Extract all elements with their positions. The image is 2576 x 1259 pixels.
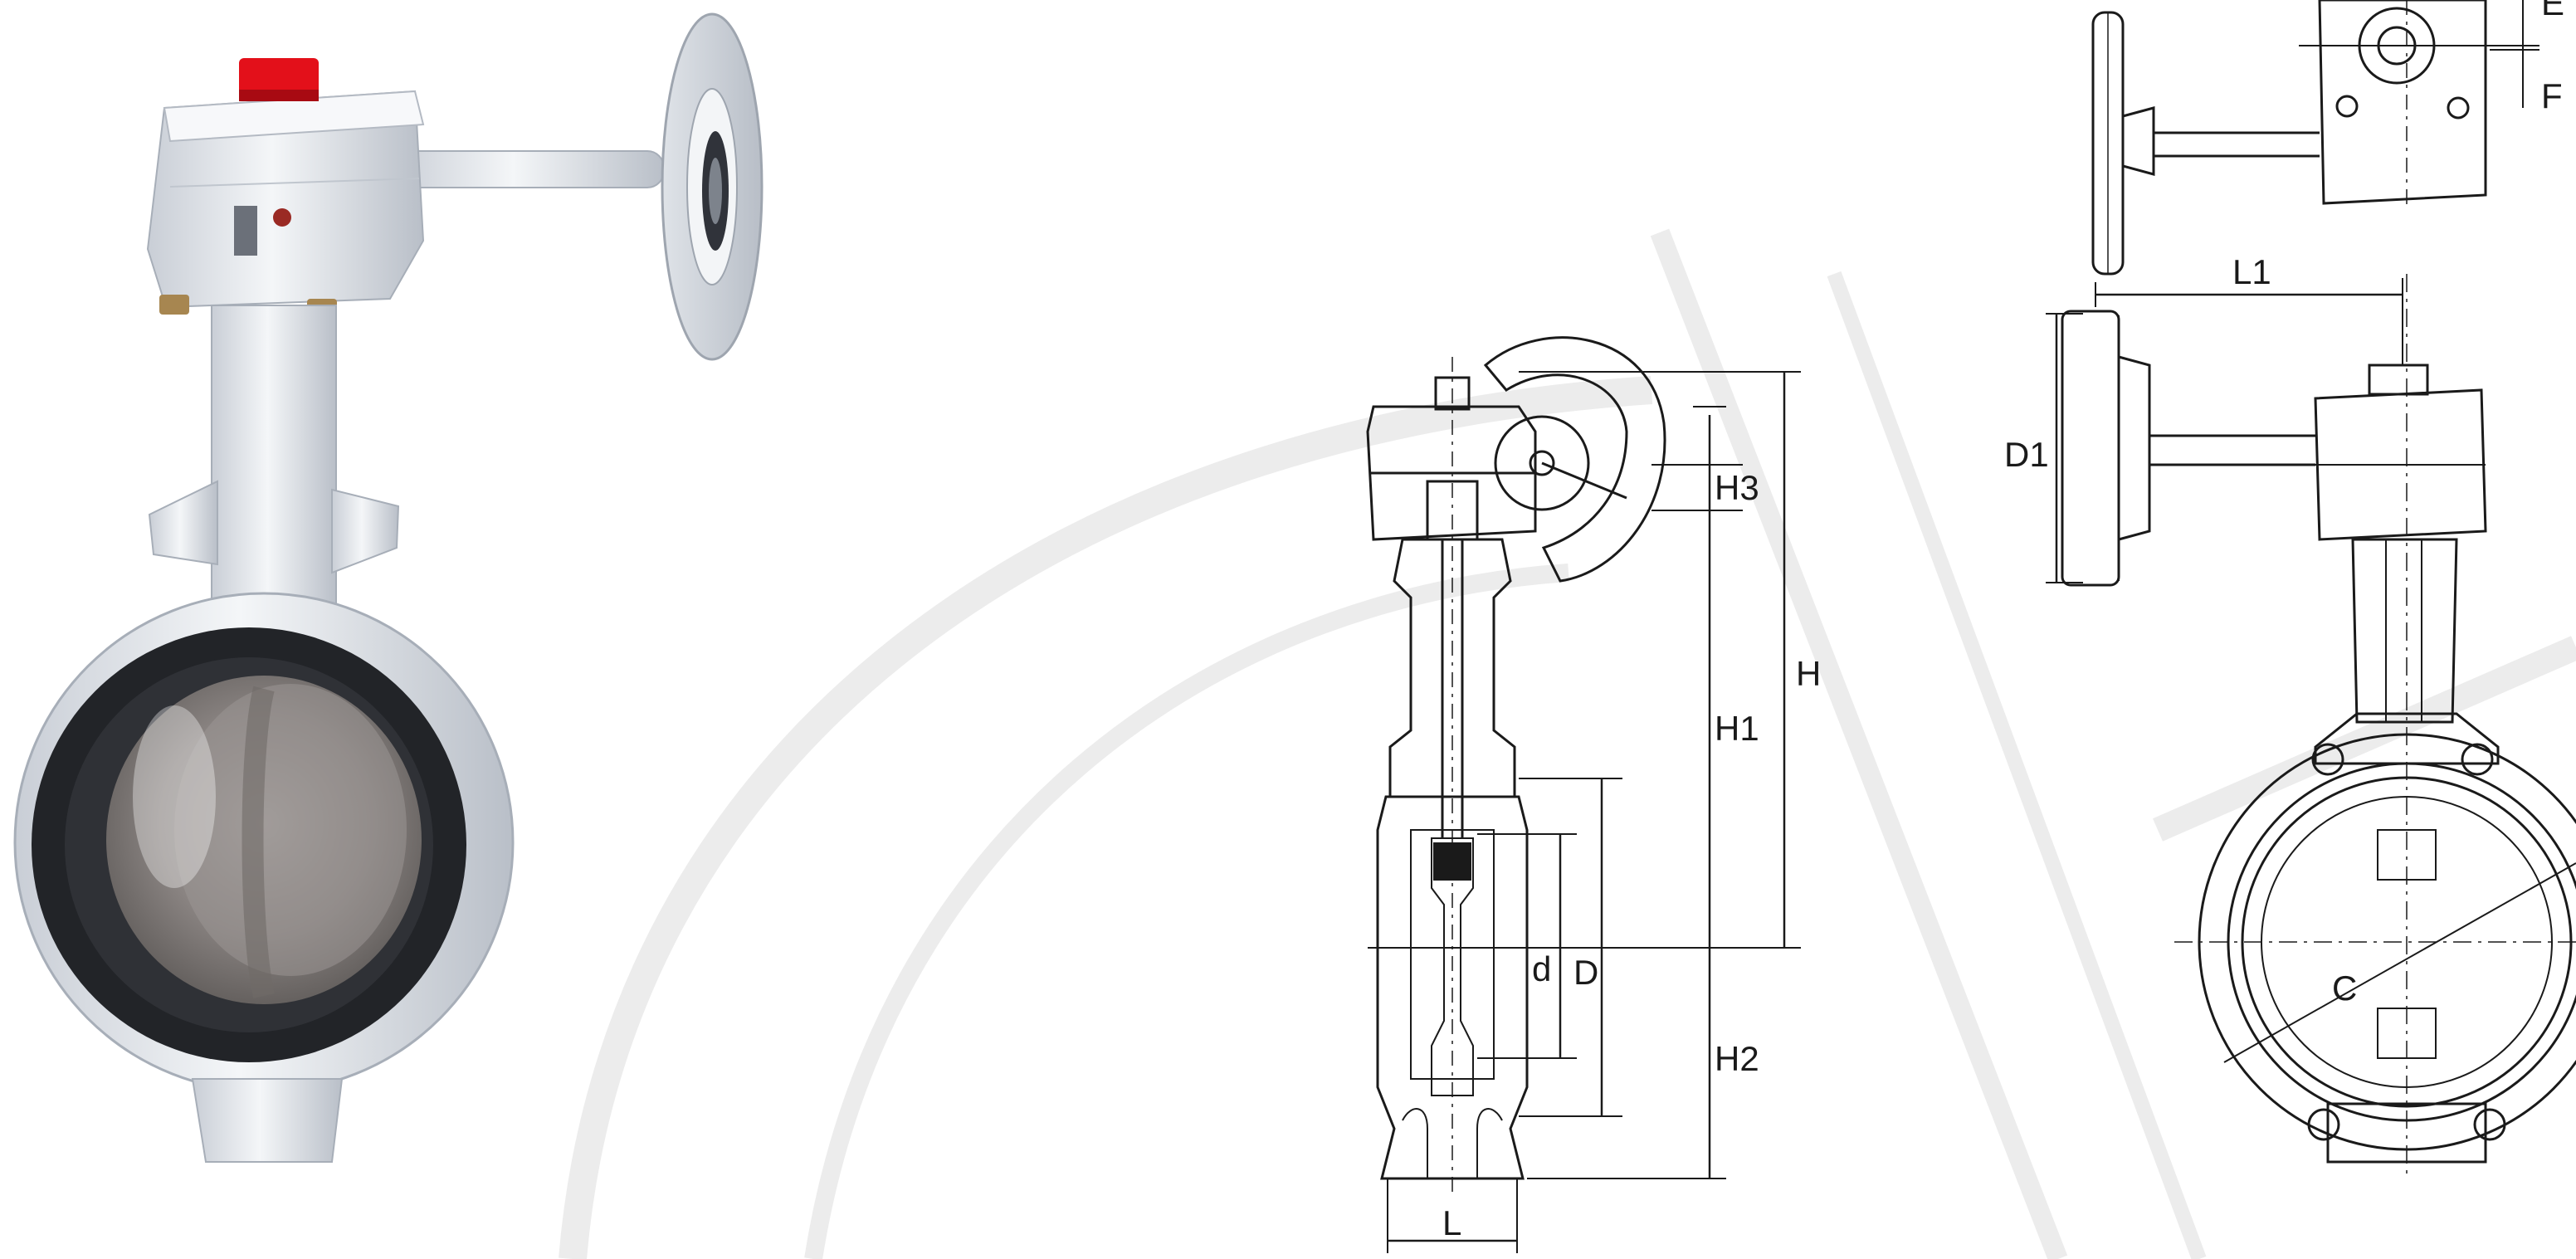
label-c: C <box>2332 969 2357 1008</box>
label-h2: H2 <box>1715 1039 1759 1078</box>
watermark <box>559 228 2576 1259</box>
label-d-small: d <box>1532 949 1551 988</box>
label-h: H <box>1796 654 1821 693</box>
dimension-labels: H3 H H1 H2 d D L L1 D1 C E F <box>1442 0 2564 1242</box>
label-d1: D1 <box>2004 435 2049 474</box>
front-view-drawing <box>2046 274 2576 1178</box>
label-l: L <box>1442 1203 1461 1242</box>
valve-photo <box>13 12 764 1163</box>
label-l1: L1 <box>2232 252 2271 291</box>
side-section-drawing <box>1366 336 1801 1253</box>
label-e: E <box>2541 0 2564 22</box>
label-h3: H3 <box>1715 468 1759 507</box>
label-d-large: D <box>1573 953 1598 992</box>
top-view-drawing <box>2091 0 2539 276</box>
label-h1: H1 <box>1715 709 1759 748</box>
label-f: F <box>2541 76 2563 115</box>
